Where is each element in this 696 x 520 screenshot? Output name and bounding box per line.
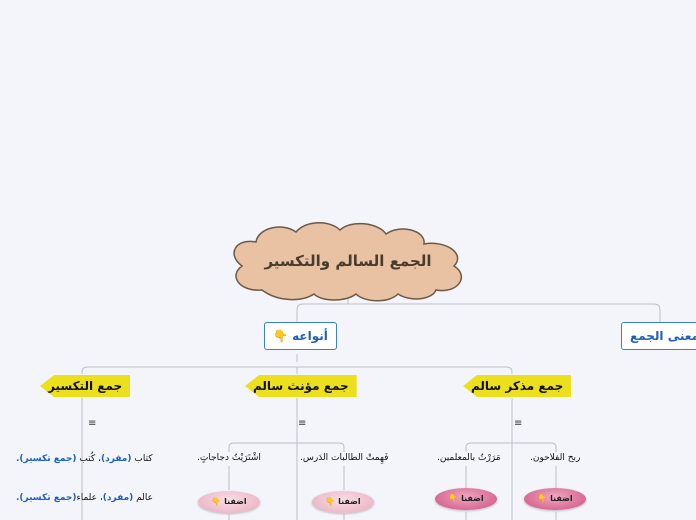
example-masc-1[interactable]: ربح الفلاحون. (530, 453, 581, 463)
example-masc-2[interactable]: مَرَرْتُ بالمعلمين. (437, 453, 501, 463)
example-word: عالم (136, 493, 154, 503)
example-broken-2[interactable]: عالم (مفرد)، علماء(جمع تكسير). (16, 493, 153, 503)
central-topic-title[interactable]: الجمع السالم والتكسير (264, 252, 432, 270)
hand-pointing-down-icon: 👇 (325, 497, 336, 506)
example-type-tag: (جمع تكسير). (16, 493, 77, 503)
pill-label: اضفنا (224, 497, 247, 506)
notes-icon[interactable]: ≡ (88, 418, 97, 429)
added-pill-masc-1[interactable]: اضفنا 👇 (524, 488, 586, 510)
added-pill-fem-1[interactable]: اضفنا 👇 (312, 491, 374, 513)
pill-label: اضفنا (338, 497, 361, 506)
types-label: أنواعه (292, 329, 328, 343)
category-masculine-plural[interactable]: جمع مذكر سالم (463, 375, 572, 397)
notes-icon[interactable]: ≡ (298, 418, 307, 429)
example-broken-1[interactable]: كتاب (مفرد)، كُتب (جمع تكسير). (16, 454, 153, 464)
example-fem-2[interactable]: اشْتَرَيْتُ دجاجاتٍ. (197, 453, 261, 463)
category-feminine-plural[interactable]: جمع مؤنث سالم (245, 375, 357, 397)
added-pill-fem-2[interactable]: اضفنا 👇 (198, 491, 260, 513)
example-singular-tag: (مفرد) (102, 493, 134, 503)
types-node[interactable]: أنواعه 👇 (264, 322, 337, 350)
example-fem-1[interactable]: فَهِمتْ الطالبات الدَرس. (300, 453, 389, 463)
hand-pointing-down-icon: 👇 (211, 497, 222, 506)
added-pill-masc-2[interactable]: اضفنا 👇 (435, 488, 497, 510)
example-singular-tag: (مفرد) (100, 454, 132, 464)
example-type-tag: (جمع تكسير). (16, 454, 77, 464)
example-word: كتاب (134, 454, 153, 464)
category-broken-plural[interactable]: جمع التكسير (40, 375, 131, 397)
example-plural-word: ، كُتب (79, 454, 101, 464)
pill-label: اضفنا (461, 494, 484, 503)
example-plural-word: ، علماء (76, 493, 103, 503)
notes-icon[interactable]: ≡ (514, 418, 523, 429)
hand-pointing-down-icon: 👇 (537, 494, 548, 503)
meaning-node[interactable]: معنى الجمع (621, 322, 696, 350)
hand-pointing-down-icon: 👇 (448, 494, 459, 503)
hand-pointing-down-icon: 👇 (273, 329, 288, 343)
central-cloud-shape (233, 222, 462, 302)
pill-label: اضفنا (550, 494, 573, 503)
